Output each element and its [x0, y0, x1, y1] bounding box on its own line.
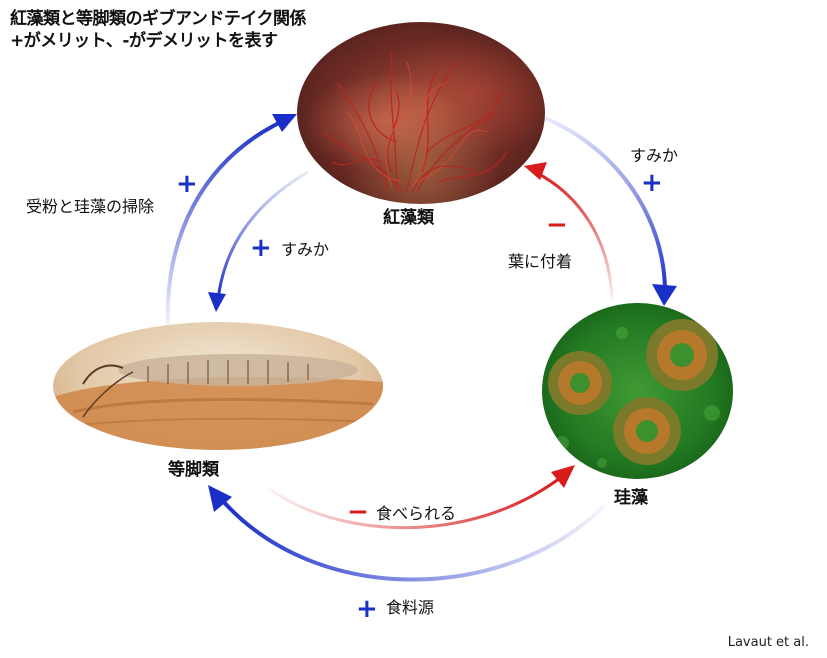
- diatom-label: 珪藻: [614, 488, 648, 508]
- diatom-photo: [542, 303, 733, 479]
- arrowhead-diatom-to-algae: [524, 162, 547, 180]
- algae-to-isopod-label: すみか: [281, 240, 330, 259]
- arrowhead-algae-to-isopod: [208, 292, 226, 312]
- diatom-to-isopod-sign: +: [356, 594, 378, 624]
- title-line-1: 紅藻類と等脚類のギブアンドテイク関係: [10, 9, 306, 29]
- arrow-isopod-to-algae: [165, 118, 286, 326]
- arrow-algae-to-diatom: [544, 116, 667, 293]
- arrowhead-isopod-to-diatom: [551, 465, 575, 488]
- arrowhead-diatom-to-isopod: [208, 485, 232, 512]
- red-algae-photo: [297, 22, 545, 204]
- arrow-diatom-to-isopod: [220, 498, 606, 582]
- algae-to-diatom-label: すみか: [630, 146, 679, 165]
- arrowhead-isopod-to-algae: [272, 114, 297, 132]
- isopod-to-diatom-label: 食べられる: [376, 504, 457, 523]
- red-algae-label: 紅藻類: [383, 208, 434, 228]
- diatom-to-isopod-label: 食料源: [386, 598, 435, 617]
- source-credit: Lavaut et al.: [727, 635, 809, 650]
- algae-to-diatom-sign: +: [641, 168, 663, 198]
- isopod-to-algae-sign: +: [176, 169, 198, 199]
- arrowhead-algae-to-diatom: [652, 284, 677, 306]
- isopod-photo: [53, 322, 383, 450]
- diatom-to-algae-sign: −: [546, 210, 568, 240]
- isopod-to-algae-label: 受粉と珪藻の掃除: [26, 197, 155, 216]
- arrow-diatom-to-algae: [534, 170, 614, 301]
- diatom-to-algae-label: 葉に付着: [508, 252, 573, 271]
- diagram-title: 紅藻類と等脚類のギブアンドテイク関係 +がメリット、-がデメリットを表す: [10, 8, 306, 52]
- isopod-label: 等脚類: [168, 460, 219, 480]
- algae-to-isopod-sign: +: [250, 233, 272, 263]
- arrow-algae-to-isopod: [216, 170, 309, 301]
- arrow-isopod-to-diatom: [267, 476, 561, 530]
- title-line-2: +がメリット、-がデメリットを表す: [10, 31, 278, 51]
- isopod-to-diatom-sign: −: [347, 497, 369, 527]
